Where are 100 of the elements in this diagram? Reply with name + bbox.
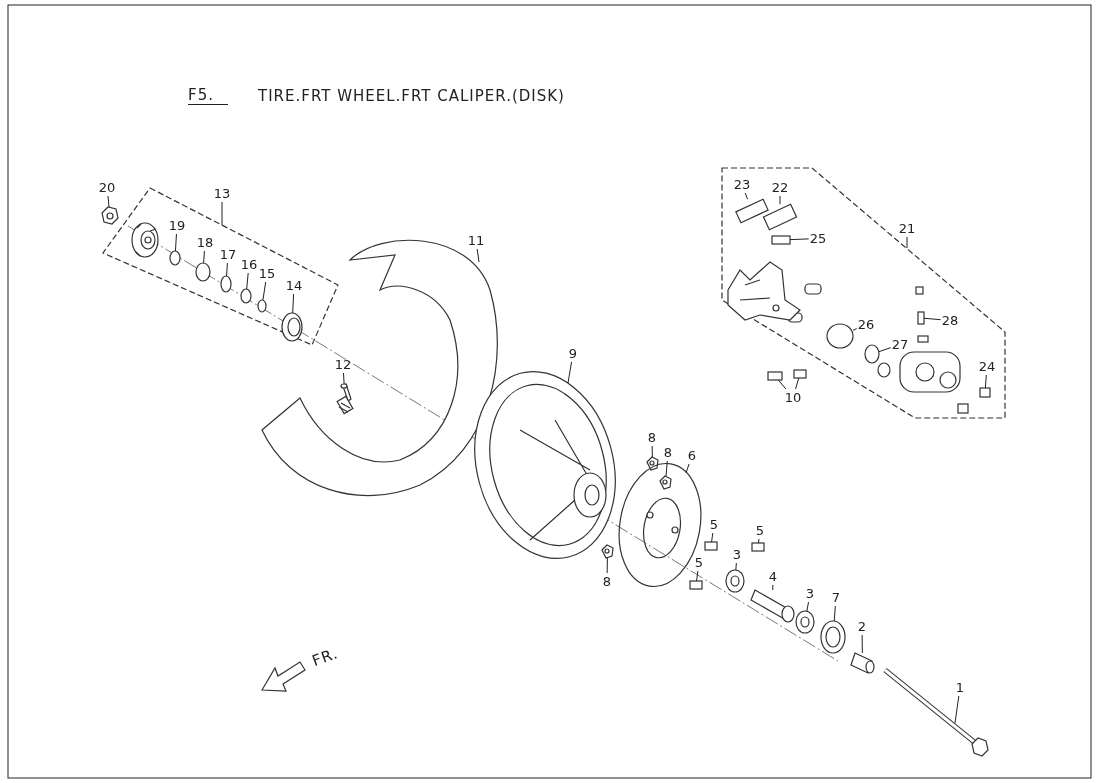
bearing	[795, 610, 815, 634]
callout-number: 18	[196, 235, 214, 250]
spacer	[750, 589, 795, 623]
callout-number: 16	[240, 257, 258, 272]
callout-number: 3	[805, 586, 815, 601]
dashed-group-outline	[721, 167, 1006, 419]
circlip	[257, 299, 267, 313]
leader-line	[174, 233, 177, 252]
leader-line	[744, 192, 749, 200]
bearing	[725, 569, 745, 593]
bolt	[751, 542, 765, 552]
leader-line	[711, 532, 714, 543]
callout-number: 24	[978, 359, 996, 374]
bolt	[689, 580, 703, 590]
callout-number: 27	[891, 337, 909, 352]
nut	[646, 456, 659, 471]
figure-number: F5.	[188, 86, 228, 105]
callout-number: 23	[733, 177, 751, 192]
callout-number: 22	[771, 180, 789, 195]
leader-line	[789, 238, 810, 241]
leader-line	[906, 236, 908, 249]
leader-line	[758, 538, 760, 544]
callout-number: 28	[941, 313, 959, 328]
washer	[220, 275, 232, 293]
brake-disc	[618, 462, 702, 588]
nut	[101, 206, 119, 225]
bolt	[793, 369, 807, 379]
leader-line	[221, 201, 223, 226]
callout-number: 21	[898, 221, 916, 236]
threaded-collar	[195, 262, 211, 282]
callout-number: 3	[732, 547, 742, 562]
leader-line	[806, 601, 809, 612]
leader-line	[954, 695, 960, 724]
leader-line	[795, 377, 800, 390]
leader-line	[292, 293, 295, 314]
callout-number: 12	[334, 357, 352, 372]
leader-line	[984, 374, 987, 389]
leader-line	[203, 250, 205, 264]
callout-number: 5	[709, 517, 719, 532]
leader-line	[852, 328, 858, 331]
callout-number: 15	[258, 266, 276, 281]
seal-ring	[281, 312, 303, 342]
nut	[601, 544, 614, 559]
valve-stem	[336, 383, 354, 415]
bolt	[979, 387, 991, 398]
callout-number: 8	[647, 430, 657, 445]
leader-line	[923, 317, 942, 321]
callout-number: 2	[857, 619, 867, 634]
leader-line	[651, 445, 653, 458]
seal-ring	[820, 620, 846, 654]
ring	[169, 250, 181, 266]
callout-number: 5	[755, 523, 765, 538]
callout-number: 25	[809, 231, 827, 246]
leader-line	[262, 281, 267, 301]
callout-number: 1	[955, 680, 965, 695]
leader-line	[779, 195, 781, 205]
callout-number: 26	[857, 317, 875, 332]
leader-line	[772, 584, 774, 591]
leader-line	[567, 361, 573, 384]
leader-line	[833, 605, 836, 622]
leader-line	[696, 570, 699, 582]
hub-cap	[131, 222, 159, 258]
leader-line	[685, 463, 690, 474]
callout-number: 4	[768, 569, 778, 584]
bolt	[704, 541, 718, 551]
leader-line	[107, 195, 110, 208]
callout-number: 10	[784, 390, 802, 405]
leader-line	[343, 372, 345, 385]
callout-number: 17	[219, 247, 237, 262]
spacer	[850, 652, 875, 674]
callout-number: 9	[568, 346, 578, 361]
leader-line	[476, 248, 480, 263]
bolt	[767, 371, 783, 381]
leader-line	[665, 460, 668, 477]
axle	[883, 668, 989, 757]
seal-ring	[864, 344, 880, 364]
leader-line	[246, 272, 249, 290]
wheel-rim	[474, 371, 616, 559]
callout-number: 14	[285, 278, 303, 293]
leader-line	[606, 557, 608, 574]
washer	[240, 288, 252, 304]
callout-number: 19	[168, 218, 186, 233]
leader-line	[861, 634, 863, 654]
bleed-screw	[917, 311, 925, 325]
callout-number: 11	[467, 233, 485, 248]
callout-number: 5	[694, 555, 704, 570]
piston	[826, 323, 854, 349]
callout-number: 8	[602, 574, 612, 589]
callout-number: 13	[213, 186, 231, 201]
direction-label: FR.	[309, 644, 341, 670]
title: TIRE.FRT WHEEL.FRT CALIPER.(DISK)	[258, 87, 565, 105]
leader-line	[878, 347, 892, 353]
leader-line	[777, 379, 787, 390]
clip	[771, 235, 791, 245]
callout-number: 6	[687, 448, 697, 463]
caliper-bracket	[727, 261, 801, 321]
callout-number: 7	[831, 590, 841, 605]
callout-number: 8	[663, 445, 673, 460]
callout-number: 20	[98, 180, 116, 195]
leader-line	[735, 562, 737, 571]
